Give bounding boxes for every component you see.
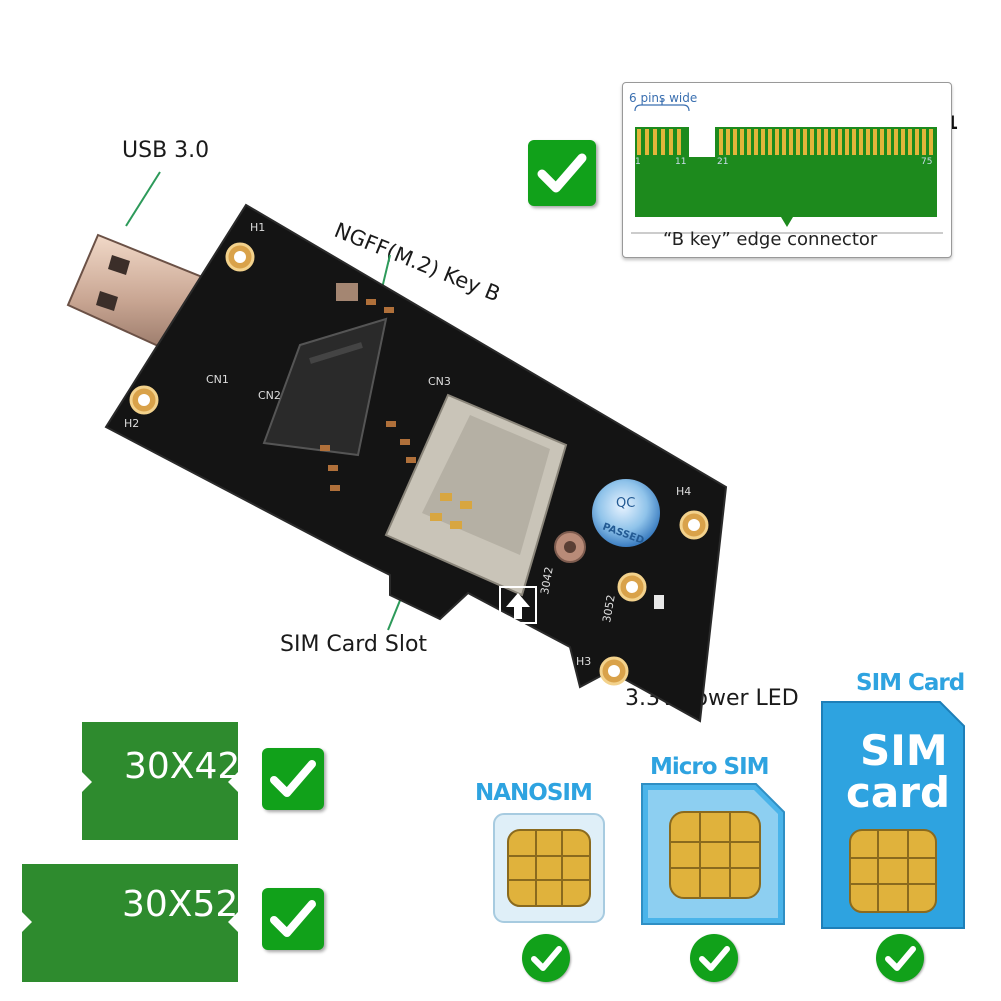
connector-pin	[852, 129, 856, 155]
checkmark-icon	[262, 748, 324, 810]
nanosim-title: NANOSIM	[475, 780, 593, 806]
pin-75: 75	[921, 157, 933, 167]
connector-board	[631, 99, 943, 234]
sim-card-body-line1: SIM	[860, 726, 948, 775]
silk-3052: 3052	[600, 594, 618, 624]
connector-pin	[894, 129, 898, 155]
connector-pin	[901, 129, 905, 155]
module-30x52-label: 30X52	[122, 884, 239, 925]
connector-pin	[775, 129, 779, 155]
connector-pin	[803, 129, 807, 155]
connector-pin	[754, 129, 758, 155]
connector-pin	[887, 129, 891, 155]
qc-sticker-top: QC	[616, 496, 635, 511]
arrow-up-icon	[499, 586, 537, 624]
micro-sim-title: Micro SIM	[650, 754, 770, 780]
silk-h2: H2	[124, 417, 139, 430]
sim-chip-icon	[669, 811, 761, 899]
connector-pin	[838, 129, 842, 155]
connector-pin	[726, 129, 730, 155]
connector-pin	[824, 129, 828, 155]
checkmark-icon	[690, 934, 738, 982]
sim-chip-icon	[849, 829, 937, 913]
pin-21: 21	[717, 157, 729, 167]
silk-cn1: CN1	[206, 373, 229, 386]
silk-h1: H1	[250, 221, 265, 234]
standard-sim-card	[821, 701, 965, 929]
connector-pin	[761, 129, 765, 155]
sim-chip-icon	[507, 829, 591, 907]
connector-pin	[810, 129, 814, 155]
module-30x52	[22, 864, 238, 982]
connector-pin	[831, 129, 835, 155]
connector-pin	[859, 129, 863, 155]
connector-pin	[789, 129, 793, 155]
pins-wide-label: 6 pins wide	[629, 91, 698, 105]
checkmark-icon	[522, 934, 570, 982]
edge-connector-diagram: 6 pins wide 1 11 21 75 “B key” edge conn…	[622, 82, 952, 258]
module-30x42	[82, 722, 238, 840]
sim-card-body-line2: card	[846, 768, 951, 817]
micro-sim-card	[641, 783, 785, 925]
connector-pin	[719, 129, 723, 155]
silk-h4: H4	[676, 485, 691, 498]
connector-pin	[866, 129, 870, 155]
silk-cn3: CN3	[428, 375, 451, 388]
connector-pin	[768, 129, 772, 155]
silk-cn2: CN2	[258, 389, 281, 402]
connector-pin	[922, 129, 926, 155]
connector-pin	[873, 129, 877, 155]
connector-pin	[845, 129, 849, 155]
pin-1: 1	[635, 157, 641, 167]
connector-caption: “B key” edge connector	[663, 229, 878, 250]
connector-pin	[817, 129, 821, 155]
connector-pin	[782, 129, 786, 155]
connector-pin	[796, 129, 800, 155]
silk-h3: H3	[576, 655, 591, 668]
connector-pin	[908, 129, 912, 155]
sim-card-title: SIM Card	[856, 670, 965, 696]
usb-label: USB 3.0	[122, 138, 210, 163]
checkmark-icon	[528, 140, 596, 206]
checkmark-icon	[876, 934, 924, 982]
connector-pin	[747, 129, 751, 155]
connector-pin	[915, 129, 919, 155]
checkmark-icon	[262, 888, 324, 950]
pcb-adapter-board: H1 H2 H3 H4 CN1 CN2 CN3 3042 3052 QC PAS…	[66, 203, 728, 723]
pin-11: 11	[675, 157, 687, 167]
connector-pin	[733, 129, 737, 155]
connector-pin	[880, 129, 884, 155]
silk-3042: 3042	[538, 566, 556, 596]
module-30x42-label: 30X42	[124, 746, 241, 787]
connector-pin	[929, 129, 933, 155]
nano-sim-card	[493, 813, 605, 923]
sim-slot-label: SIM Card Slot	[280, 632, 428, 657]
connector-pin	[740, 129, 744, 155]
